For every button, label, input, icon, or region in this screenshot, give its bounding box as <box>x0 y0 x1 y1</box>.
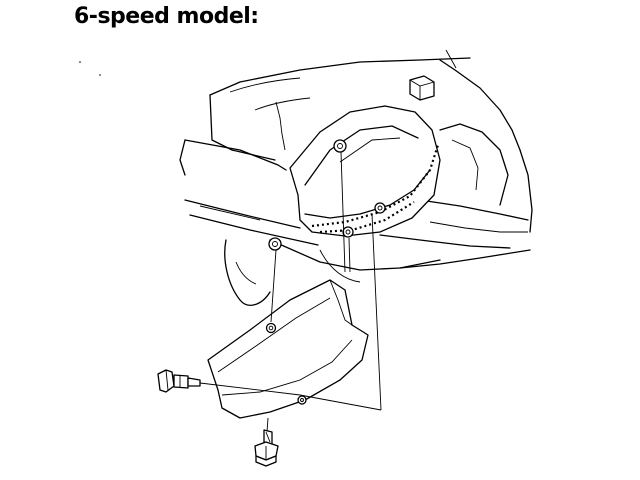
leader-lines <box>199 151 382 433</box>
hex-flange-bolt-lower <box>254 429 279 467</box>
housing-bolt <box>409 75 435 101</box>
engine-block <box>179 49 533 306</box>
page-title: 6-speed model: <box>74 4 259 29</box>
speck-mark <box>79 61 81 63</box>
hex-flange-bolt-upper <box>157 369 201 393</box>
speck-mark <box>99 74 101 76</box>
flywheel-ring-gear <box>268 105 441 251</box>
flywheel-cover-plate <box>207 279 369 419</box>
